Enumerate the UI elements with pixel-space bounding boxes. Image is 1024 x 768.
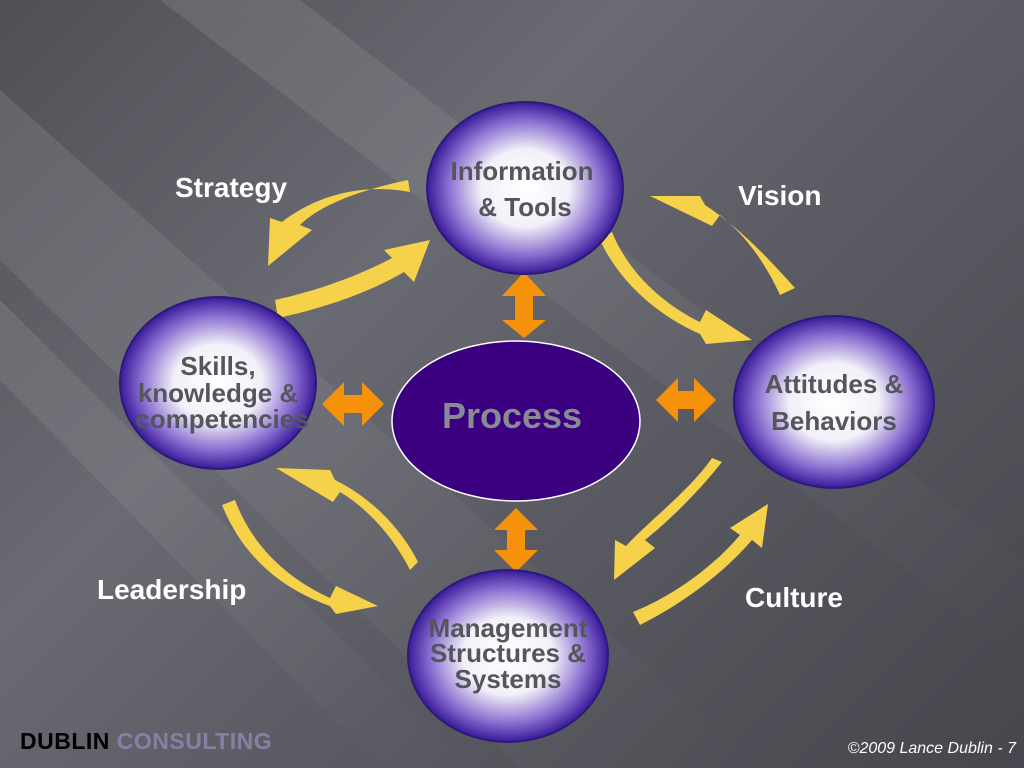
double-arrow-top — [502, 272, 546, 338]
brand-logo-text: DUBLIN CONSULTING — [20, 728, 272, 755]
arrow-vision-inner — [600, 232, 752, 344]
arrow-leadership-inner — [222, 500, 378, 614]
node-skills-line1: Skills, — [180, 351, 255, 381]
double-arrow-left — [322, 382, 384, 426]
arrow-strategy-outer — [268, 180, 410, 266]
node-management-structures — [407, 569, 609, 743]
node-information-tools — [426, 101, 624, 275]
double-arrow-right — [656, 378, 716, 422]
node-management-line2: Structures & — [430, 638, 586, 668]
node-skills-knowledge — [119, 296, 317, 470]
arrow-leadership-outer — [276, 468, 418, 570]
copyright-text: ©2009 Lance Dublin - 7 — [847, 740, 1016, 757]
label-strategy: Strategy — [175, 172, 288, 203]
label-vision: Vision — [738, 180, 822, 211]
arrow-vision-outer — [650, 196, 795, 295]
node-process-label: Process — [442, 395, 582, 436]
brand-secondary: CONSULTING — [116, 728, 273, 754]
brand-primary: DUBLIN — [20, 728, 110, 754]
yellow-arrows — [222, 180, 795, 625]
node-info-line2: & Tools — [478, 192, 571, 222]
arrow-strategy-inner — [275, 240, 430, 318]
arrow-culture-inner — [633, 504, 768, 625]
label-culture: Culture — [745, 582, 843, 613]
label-leadership: Leadership — [97, 574, 247, 605]
node-attitudes-behaviors — [733, 315, 935, 489]
node-skills-line3: competencies — [135, 404, 308, 434]
node-skills-line2: knowledge & — [138, 378, 298, 408]
node-management-line1: Management — [429, 613, 588, 643]
node-info-line1: Information — [451, 156, 594, 186]
node-management-line3: Systems — [455, 664, 562, 694]
node-attitudes-line2: Behaviors — [771, 406, 897, 436]
node-process — [391, 340, 641, 502]
orange-double-arrows — [322, 272, 716, 572]
arrow-culture-outer — [614, 458, 722, 580]
double-arrow-bottom — [494, 508, 538, 572]
node-attitudes-line1: Attitudes & — [765, 369, 904, 399]
